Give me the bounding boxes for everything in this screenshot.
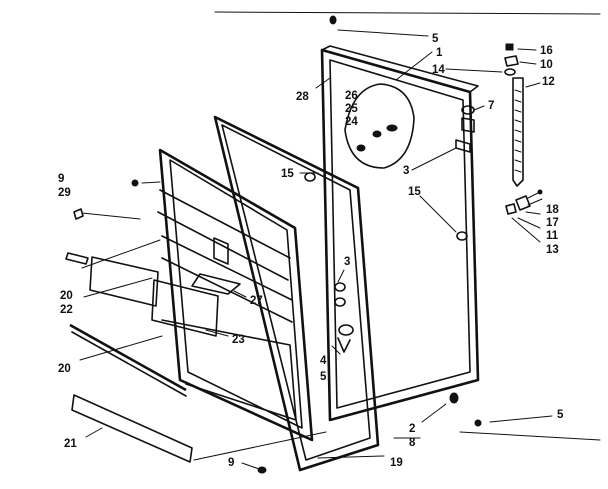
callout-9-lower: 9 bbox=[228, 457, 234, 469]
callout-15-right: 15 bbox=[408, 186, 421, 198]
callout-4: 4 bbox=[320, 355, 327, 367]
callout-20-upper: 20 bbox=[60, 290, 73, 302]
callout-13: 13 bbox=[546, 244, 559, 256]
callout-11: 11 bbox=[546, 230, 559, 242]
door-frame bbox=[320, 45, 480, 422]
butter-compartment-27 bbox=[191, 273, 241, 295]
top-hinge-screws bbox=[504, 43, 519, 76]
callout-5-mid: 5 bbox=[320, 371, 327, 383]
callout-1: 1 bbox=[436, 47, 443, 59]
callout-27: 27 bbox=[250, 295, 263, 307]
callout-16: 16 bbox=[540, 45, 553, 57]
bottom-trim-bar bbox=[71, 394, 193, 463]
callout-23: 23 bbox=[232, 334, 245, 346]
callout-labels: 5 1 14 16 10 12 7 28 26 25 24 15 3 15 18… bbox=[58, 33, 564, 469]
door-gasket bbox=[213, 115, 380, 472]
scan-edge-line bbox=[214, 11, 601, 15]
callout-8: 8 bbox=[409, 437, 416, 449]
shelf-front-23 bbox=[151, 279, 219, 337]
callout-24: 24 bbox=[345, 116, 358, 128]
lower-hinge-parts bbox=[505, 189, 543, 215]
callout-9-upper: 9 bbox=[58, 173, 64, 185]
callout-15-left: 15 bbox=[281, 168, 294, 180]
frame-small-parts bbox=[73, 15, 482, 474]
callout-10: 10 bbox=[540, 59, 553, 71]
callout-3-upper: 3 bbox=[403, 165, 409, 177]
callout-18: 18 bbox=[546, 204, 559, 216]
callout-20-lower: 20 bbox=[58, 363, 71, 375]
callout-5-right: 5 bbox=[557, 409, 564, 421]
callout-19: 19 bbox=[390, 457, 403, 469]
callout-21: 21 bbox=[64, 438, 77, 450]
callout-14: 14 bbox=[432, 64, 445, 76]
door-closer-strip bbox=[512, 77, 524, 187]
callout-25: 25 bbox=[345, 103, 358, 115]
callout-22: 22 bbox=[60, 304, 73, 316]
callout-12: 12 bbox=[542, 76, 555, 88]
callout-17: 17 bbox=[546, 217, 559, 229]
callout-7: 7 bbox=[488, 100, 494, 112]
callout-3-mid: 3 bbox=[344, 256, 350, 268]
hardware-detail-bubble bbox=[344, 83, 415, 169]
lower-door-panel bbox=[161, 319, 297, 421]
upper-hinge-assembly bbox=[455, 105, 475, 153]
inner-door-liner bbox=[157, 148, 314, 442]
door-shelf-rails bbox=[65, 252, 219, 337]
callout-5-top: 5 bbox=[432, 33, 439, 45]
callout-26: 26 bbox=[345, 90, 358, 102]
callout-28: 28 bbox=[296, 91, 309, 103]
callout-29: 29 bbox=[58, 187, 71, 199]
lower-shelf-rail bbox=[69, 323, 187, 397]
callout-2: 2 bbox=[409, 423, 415, 435]
leader-lines bbox=[79, 29, 601, 471]
